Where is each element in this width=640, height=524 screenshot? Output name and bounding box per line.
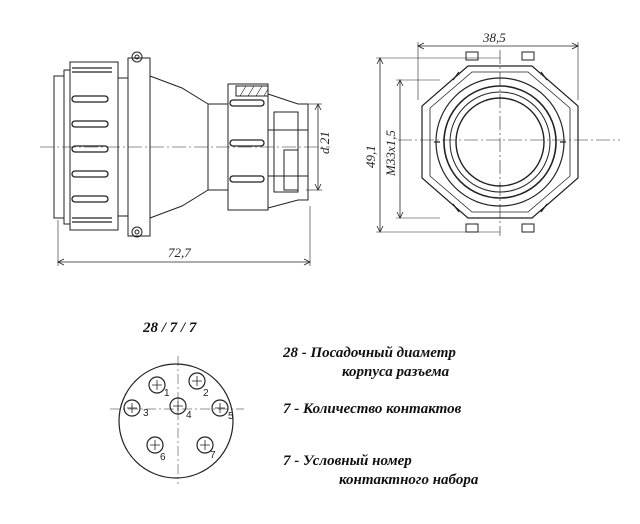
legend-line-3b: контактного набора — [339, 472, 479, 488]
legend-line-3a: 7 - Условный номер — [283, 453, 412, 469]
pin-label-6: 6 — [160, 452, 166, 463]
pin-label-5: 5 — [228, 411, 234, 422]
dim-length-label: 72,7 — [168, 245, 191, 260]
code-label: 28 / 7 / 7 — [143, 320, 197, 336]
side-view — [40, 51, 330, 266]
front-view — [376, 42, 620, 236]
pin-6 — [146, 436, 164, 454]
pin-2 — [188, 372, 206, 390]
pin-3 — [123, 399, 141, 417]
pin-label-1: 1 — [164, 388, 170, 399]
dim-thread-label: M33x1,5 — [383, 130, 398, 177]
legend-line-2: 7 - Количество контактов — [283, 401, 462, 417]
pin-layout — [110, 356, 244, 484]
pin-4 — [169, 397, 187, 415]
pin-label-2: 2 — [203, 388, 209, 399]
legend-line-1a: 28 - Посадочный диаметр — [283, 345, 456, 361]
dim-width-label: 38,5 — [482, 30, 506, 45]
pin-label-4: 4 — [186, 410, 192, 421]
pin-1 — [148, 376, 166, 394]
pin-label-3: 3 — [143, 408, 149, 419]
pin-5 — [211, 399, 229, 417]
legend-line-1b: корпуса разъема — [342, 364, 450, 380]
dim-height-label: 49,1 — [363, 145, 378, 168]
pin-label-7: 7 — [210, 450, 216, 461]
dim-diameter-label: d 21 — [317, 131, 332, 154]
pin-7 — [196, 436, 214, 454]
